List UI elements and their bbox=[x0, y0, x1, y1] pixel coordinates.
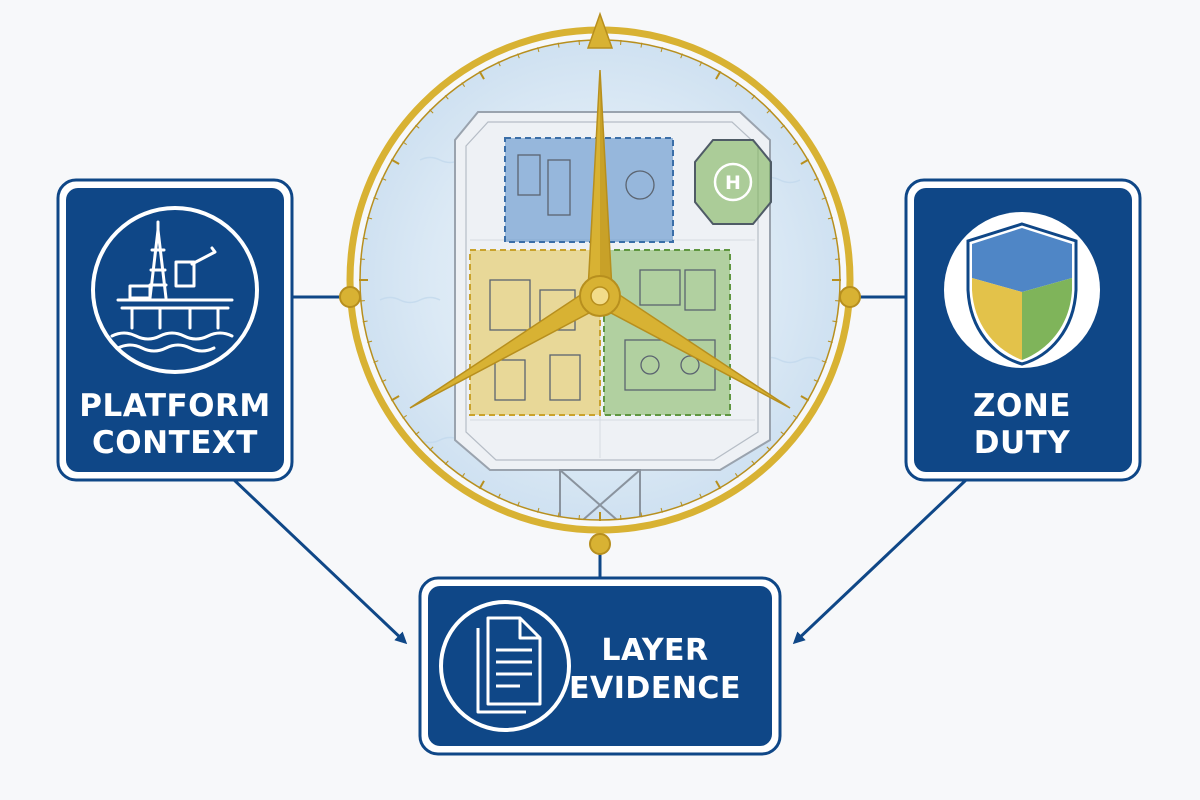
document-stack-icon bbox=[476, 616, 542, 714]
compass-tick bbox=[734, 82, 739, 87]
compass-tick bbox=[429, 446, 434, 451]
compass-tick bbox=[478, 480, 485, 490]
compass-tick bbox=[793, 141, 798, 146]
compass-tick bbox=[537, 507, 540, 513]
compass-tick bbox=[415, 431, 420, 436]
arrow-zone-to-evidence bbox=[792, 478, 968, 645]
north-pointer bbox=[586, 11, 614, 49]
compass-tick bbox=[734, 473, 739, 478]
compass-tick bbox=[478, 70, 485, 80]
compass-platform-emblem: H bbox=[339, 11, 861, 555]
compass-tick bbox=[461, 473, 466, 478]
compass-tick bbox=[827, 217, 833, 220]
layer-evidence-line1: LAYER bbox=[601, 633, 708, 668]
compass-tick bbox=[381, 177, 387, 181]
compass-tick bbox=[821, 360, 827, 363]
compass-tick bbox=[766, 109, 771, 114]
compass-tick bbox=[640, 512, 643, 518]
compass-tick bbox=[362, 320, 368, 323]
compass-tick bbox=[390, 158, 400, 165]
compass-tick bbox=[766, 446, 771, 451]
compass-tick bbox=[832, 237, 838, 240]
compass-tick bbox=[461, 82, 466, 87]
compass-tick bbox=[793, 414, 798, 419]
compass-tick bbox=[832, 320, 838, 323]
compass-tick bbox=[429, 109, 434, 114]
compass-tick bbox=[660, 47, 663, 53]
helipad bbox=[694, 139, 772, 225]
compass-tick bbox=[402, 414, 407, 419]
compass-tick bbox=[557, 512, 560, 518]
zone-duty-card: ZONE DUTY bbox=[904, 178, 1142, 482]
compass-tick bbox=[680, 53, 683, 59]
compass-tick bbox=[373, 360, 379, 363]
helipad-letter: H bbox=[725, 172, 741, 194]
compass-tick bbox=[415, 124, 420, 129]
compass-tick bbox=[715, 480, 722, 490]
compass-knob-right bbox=[839, 286, 861, 308]
compass-tick bbox=[517, 53, 520, 59]
compass-tick bbox=[813, 177, 819, 181]
compass-tick bbox=[381, 379, 387, 383]
compass-knob-left bbox=[339, 286, 361, 308]
compass-tick bbox=[557, 42, 560, 48]
arrow-platform-to-evidence bbox=[230, 476, 408, 645]
offshore-platform-icon bbox=[110, 220, 234, 353]
compass-tick bbox=[367, 217, 373, 220]
compass-tick bbox=[537, 47, 540, 53]
compass-tick bbox=[497, 61, 501, 67]
tricolor-shield-icon bbox=[966, 222, 1078, 366]
compass-tick bbox=[390, 395, 400, 402]
compass-tick bbox=[517, 501, 520, 507]
compass-tick bbox=[780, 431, 785, 436]
compass-tick bbox=[402, 141, 407, 146]
compass-tick bbox=[813, 379, 819, 383]
compass-tick bbox=[800, 158, 810, 165]
compass-needle bbox=[409, 69, 791, 409]
compass-tick bbox=[800, 395, 810, 402]
compass-tick bbox=[373, 197, 379, 200]
compass-tick bbox=[699, 61, 703, 67]
compass-tick bbox=[444, 460, 449, 465]
compass-tick bbox=[362, 237, 368, 240]
compass-tick bbox=[827, 340, 833, 343]
platform-context-line1: PLATFORM bbox=[79, 388, 270, 424]
compass-ticks bbox=[359, 39, 841, 521]
compass-tick bbox=[751, 460, 756, 465]
zone-duty-line2: DUTY bbox=[974, 425, 1071, 461]
compass-tick bbox=[444, 95, 449, 100]
compass-tick bbox=[660, 507, 663, 513]
compass-tick bbox=[821, 197, 827, 200]
compass-tick bbox=[367, 340, 373, 343]
compass-tick bbox=[751, 95, 756, 100]
platform-context-card: PLATFORM CONTEXT bbox=[56, 178, 294, 482]
compass-tick bbox=[640, 42, 643, 48]
compass-tick bbox=[715, 70, 722, 80]
zone-blue bbox=[504, 137, 674, 243]
compass-tick bbox=[497, 493, 501, 499]
zone-duty-line1: ZONE bbox=[973, 388, 1071, 424]
compass-tick bbox=[780, 124, 785, 129]
layer-evidence-card: LAYER EVIDENCE bbox=[418, 576, 782, 756]
platform-context-line2: CONTEXT bbox=[92, 425, 258, 461]
compass-knob-bottom bbox=[589, 533, 611, 555]
compass-tick bbox=[680, 501, 683, 507]
layer-evidence-line2: EVIDENCE bbox=[569, 671, 741, 706]
compass-tick bbox=[699, 493, 703, 499]
